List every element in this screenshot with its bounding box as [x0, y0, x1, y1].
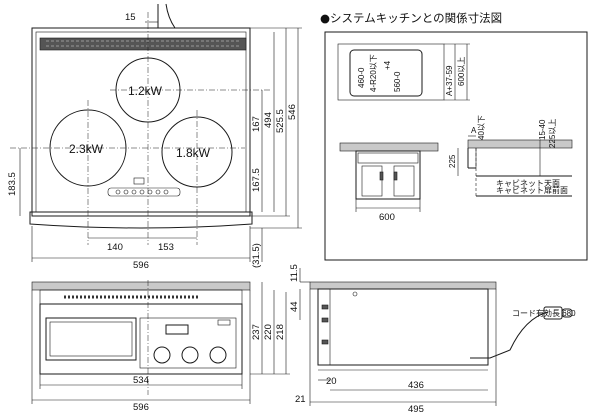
power-cord-top [157, 3, 176, 29]
side-front-panel [317, 288, 331, 366]
cabinet-front-label: キャビネット扉前面 [496, 185, 568, 195]
knob-right [209, 346, 227, 364]
dim-44: 44 [289, 301, 300, 312]
control-panel [139, 317, 237, 369]
dim-218: 218 [275, 324, 286, 340]
side-top-plate [309, 281, 497, 290]
dim-15: 15 [125, 12, 136, 23]
dim-167-5: 167.5 [251, 168, 262, 192]
sec-a: A [471, 126, 477, 135]
dim-237: 237 [251, 324, 262, 340]
dim-525-5: 525.5 [275, 109, 286, 133]
sec-225: 225 [448, 154, 457, 168]
cutout-opening [349, 49, 423, 97]
countertop-front [339, 142, 439, 152]
dim-495: 495 [408, 404, 424, 414]
control-strip [107, 187, 181, 197]
dim-11-5: 11.5 [289, 264, 300, 282]
dim-596-front: 596 [133, 402, 149, 413]
dim-494: 494 [263, 112, 274, 128]
dim-534: 534 [133, 375, 149, 386]
front-trim [29, 211, 253, 229]
vent-slots [46, 40, 240, 47]
dim-140: 140 [107, 242, 123, 253]
sec-40: 40以下 [477, 115, 486, 140]
cabinet-body [355, 150, 421, 200]
cut-460: 460-0 [357, 67, 366, 88]
dim-31-5: (31.5) [251, 243, 262, 268]
counter-top-plan [337, 43, 445, 101]
power-cord-side [470, 311, 549, 359]
dim-183-5: 183.5 [7, 172, 18, 196]
dim-596-top: 596 [133, 260, 149, 271]
dim-20: 20 [326, 376, 337, 387]
grill-door [45, 317, 137, 361]
side-view: コード有効長 680 11.5 44 20 436 21 495 [289, 264, 576, 414]
dim-436: 436 [408, 380, 424, 391]
cut-plus4: +4 [383, 60, 392, 70]
dim-a-37-59: A+37-59 [445, 65, 454, 96]
kitchen-frame [324, 31, 588, 261]
cut-r20: 4-R20以下 [369, 54, 378, 92]
control-buttons [115, 177, 169, 195]
cabinet-door-right [393, 165, 415, 197]
sec-15-40: 15-40 [538, 119, 547, 140]
dim-21: 21 [295, 394, 306, 405]
sec-225-up: 225以上 [548, 119, 557, 148]
knob-center [181, 346, 199, 364]
top-plate-outline [31, 27, 251, 217]
knob-left [153, 346, 171, 364]
display [165, 324, 189, 335]
kitchen-relation: ●システムキッチンとの関係寸法図 460-0 4-R20以下 +4 560-0 … [320, 11, 588, 261]
side-body [317, 288, 489, 366]
rear-vent [39, 37, 247, 51]
cut-560: 560-0 [393, 71, 402, 92]
section-title: ●システムキッチンとの関係寸法図 [320, 11, 502, 25]
front-top-plate [31, 281, 251, 291]
burner-rear-label: 1.2kW [128, 84, 163, 98]
dim-220: 220 [263, 324, 274, 340]
burner-right-label: 1.8kW [176, 146, 211, 160]
counter-section [467, 139, 573, 149]
front-view: 534 596 237 220 218 [31, 280, 290, 413]
dim-600-up: 600以上 [457, 57, 466, 86]
burner-left-label: 2.3kW [69, 142, 104, 156]
cabinet-top-label: キャビネット天面 [496, 179, 560, 188]
cord-length: コード有効長 680 [512, 308, 576, 318]
top-view: 1.2kW 2.3kW 1.8kW 15 140 153 596 183.5 1… [7, 3, 302, 271]
cabinet-door-left [361, 165, 383, 197]
front-body [39, 303, 243, 375]
dim-153: 153 [158, 242, 174, 253]
dim-167: 167 [251, 116, 262, 132]
dim-600: 600 [379, 212, 395, 223]
dim-546: 546 [287, 104, 298, 120]
